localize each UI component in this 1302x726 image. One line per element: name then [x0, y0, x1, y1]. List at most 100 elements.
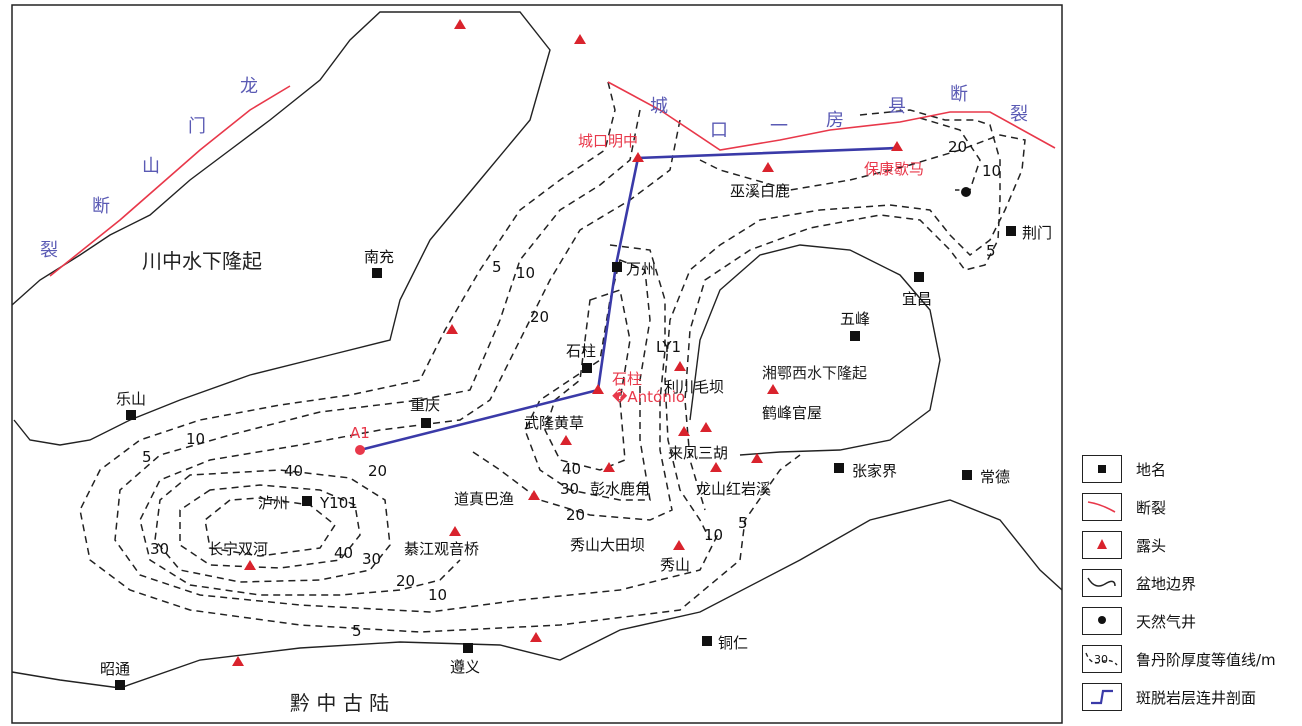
city-marker-shizhu: [582, 363, 592, 373]
legend-label: 露头: [1136, 537, 1167, 555]
city-marker-wanzhou: [612, 262, 622, 272]
city-marker-chongqing: [421, 418, 431, 428]
outcrop-marker-daozhen: [528, 490, 540, 500]
fault-longmenshan: [49, 85, 291, 277]
outcrop-marker-wulong: [560, 435, 572, 445]
contour-label: 5: [352, 622, 362, 640]
legend-label: 鲁丹阶厚度等值线/m: [1136, 651, 1276, 669]
legend-label: 盆地边界: [1136, 575, 1197, 593]
outcrop-marker-hefeng: [767, 384, 779, 394]
legend-fault-symbol: [1082, 493, 1122, 521]
legend-item-gas-well: 天然气井: [1078, 607, 1300, 637]
contour-label: 5: [986, 242, 996, 260]
contour-40-inner: [204, 497, 337, 557]
section-label-shizhu-1: 石柱: [612, 370, 642, 388]
contour-label: 5: [142, 448, 152, 466]
outcrop-label-xiushan: 秀山: [660, 556, 690, 574]
fault-label-chengkou-1: 城: [650, 96, 668, 117]
contour-5-outer: [79, 81, 801, 633]
contour-label: 10: [186, 430, 205, 448]
city-marker-leshan: [126, 410, 136, 420]
contour-label: 20: [396, 572, 415, 590]
city-marker-zhaotong: [115, 680, 125, 690]
city-marker-yichang: [914, 272, 924, 282]
region-label-xiangexi: 湘鄂西水下隆起: [762, 364, 867, 382]
outcrop-label-lichuan: 利川毛坝: [664, 378, 724, 396]
city-label-leshan: 乐山: [116, 390, 146, 408]
outcrop-marker-baokang: [891, 141, 903, 151]
outcrop-marker-qijiang: [449, 526, 461, 536]
outcrop-label-xiushan-datian: 秀山大田坝: [570, 536, 645, 554]
city-marker-luzhou: [302, 496, 312, 506]
contour-label: 30: [362, 550, 381, 568]
legend-contour-value: 30: [1094, 653, 1108, 666]
contour-label-group: 5 10 20 40 30 20 20 10 5 40 30 40 30 20 …: [142, 138, 1001, 640]
city-marker-zunyi: [463, 643, 473, 653]
fault-label-chengkou-5: 县: [888, 96, 906, 117]
outcrop-marker-zhaotong-east: [232, 656, 244, 666]
fault-label-longmenshan-5: 裂: [40, 240, 58, 261]
legend-basin-boundary-symbol: [1082, 569, 1122, 597]
section-label-a1: A1: [350, 424, 370, 442]
fault-chengkou-fangxian: [607, 81, 1056, 151]
contour-20: [139, 119, 681, 596]
fault-label-longmenshan-4: 断: [92, 196, 110, 217]
city-label-nanchong: 南充: [364, 248, 394, 266]
fault-label-chengkou-7: 裂: [1010, 104, 1028, 125]
basin-boundaries: [11, 11, 1063, 689]
region-label-chuanzhong: 川中水下隆起: [142, 249, 262, 273]
contour-label: 40: [562, 460, 581, 478]
section-point-a1: [355, 445, 365, 455]
outcrop-label-wulong: 武隆黄草: [524, 414, 584, 432]
outcrop-label-daozhen: 道真巴渔: [454, 490, 514, 508]
legend-item-section: 斑脱岩层连井剖面: [1078, 683, 1300, 713]
gas-well-marker: [961, 187, 971, 197]
section-labels: A1 城口明中 石柱 �António 保康歇马: [350, 132, 924, 442]
outcrop-marker-zunyi-east: [530, 632, 542, 642]
city-label-tongren: 铜仁: [718, 634, 748, 652]
well-label-ly1: LY1: [656, 338, 681, 356]
contour-label: 30: [560, 480, 579, 498]
legend-label: 天然气井: [1136, 613, 1197, 631]
outcrop-labels: 巫溪白鹿 利川毛坝 鹤峰官屋 来凤三胡 龙山红岩溪 武隆黄草 彭水鹿角 道真巴渔…: [208, 182, 822, 574]
outcrop-marker-changning: [244, 560, 256, 570]
city-label-zhaotong: 昭通: [100, 660, 130, 678]
fault-label-longmenshan-3: 山: [142, 156, 160, 177]
contour-label: 20: [566, 506, 585, 524]
city-label-wanzhou: 万州: [626, 260, 656, 278]
city-label-wufeng: 五峰: [840, 310, 870, 328]
legend-outcrop-symbol: [1082, 531, 1122, 559]
legend-item-fault: 断裂: [1078, 493, 1300, 523]
section-label-chengkou: 城口明中: [578, 132, 638, 150]
contour-label: 5: [492, 258, 502, 276]
outcrop-marker-chengkou: [632, 152, 644, 162]
contour-label: 20: [530, 308, 549, 326]
legend-item-contour: 30 鲁丹阶厚度等值线/m: [1078, 645, 1300, 675]
wells: LY1 Y101: [319, 187, 971, 512]
city-label-changde: 常德: [980, 468, 1010, 486]
region-labels: 川中水下隆起 湘鄂西水下隆起 黔 中 古 陆: [142, 249, 867, 715]
outcrop-label-qijiang: 綦江观音桥: [404, 540, 479, 558]
contour-label: 40: [334, 544, 353, 562]
outcrop-marker-nanchong-south: [446, 324, 458, 334]
city-labels: 南充 万州 石柱 乐山 重庆 泸州 昭通 遵义 铜仁 张家界 常德 宜昌 五峰 …: [100, 224, 1052, 678]
contour-label: 10: [428, 586, 447, 604]
outcrop-marker-pengshui: [603, 462, 615, 472]
city-label-zunyi: 遵义: [450, 658, 480, 676]
fault-label-chengkou-2: 口: [710, 120, 728, 141]
legend-item-outcrop: 露头: [1078, 531, 1300, 561]
contour-label: 10: [516, 264, 535, 282]
contour-label: 30: [150, 540, 169, 558]
legend-item-place: 地名: [1078, 455, 1300, 485]
outcrop-marker-wuxi: [762, 162, 774, 172]
outcrop-markers: [232, 19, 903, 666]
city-marker-zhangjiajie: [834, 463, 844, 473]
basin-boundary-chuanzhong: [11, 11, 551, 446]
legend-place-symbol: [1082, 455, 1122, 483]
city-label-jingmen: 荆门: [1022, 224, 1052, 242]
outcrop-marker-laifeng-2: [700, 422, 712, 432]
legend-label: 断裂: [1136, 499, 1167, 517]
well-label-y101: Y101: [319, 494, 358, 512]
city-marker-tongren: [702, 636, 712, 646]
fault-labels: 龙 门 山 断 裂 城 口 一 房 县 断 裂: [40, 76, 1028, 261]
